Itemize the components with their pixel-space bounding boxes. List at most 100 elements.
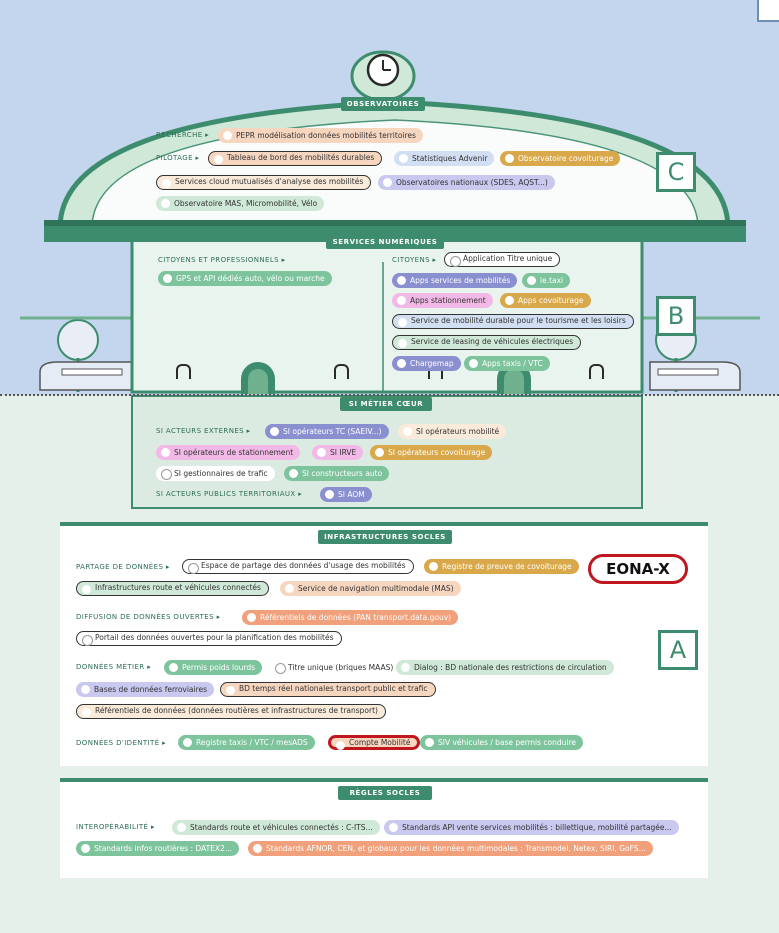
- infra-registre-preuve: Registre de preuve de covoiturage: [424, 559, 579, 574]
- si-aom: SI AOM: [320, 487, 372, 502]
- infra-referentiels-routiers: Référentiels de données (données routièr…: [76, 704, 386, 719]
- pill-dot-icon: [169, 663, 178, 672]
- door-left: [241, 362, 275, 394]
- svc-titre-unique: Application Titre unique: [444, 252, 561, 267]
- infra-bd-temps-reel: BD temps réel nationales transport publi…: [220, 682, 436, 697]
- regles-afnor-cen: Standards AFNOR, CEN, et globaux pour le…: [248, 841, 653, 856]
- pill-dot-icon: [161, 469, 172, 480]
- infra-espace-partage: Espace de partage des données d'usage de…: [182, 559, 414, 574]
- train-left-icon: [39, 361, 133, 391]
- si-operateurs-tc: SI opérateurs TC (SAEIV...): [265, 424, 389, 439]
- obs-observatoires-nationaux: Observatoires nationaux (SDES, AQST...): [378, 175, 555, 190]
- infra-titre-unique-maas: Titre unique (briques MAAS): [270, 660, 401, 675]
- regles-datex2: Standards infos routières : DATEX2...: [76, 841, 239, 856]
- svc-gps-api: GPS et API dédiés auto, vélo ou marche: [158, 271, 332, 286]
- pill-dot-icon: [389, 823, 398, 832]
- pill-dot-icon: [247, 613, 256, 622]
- pill-dot-icon: [398, 318, 407, 327]
- pill-dot-icon: [161, 448, 170, 457]
- identite-label: DONNÉES D'IDENTITÉ ▸: [76, 739, 167, 747]
- si-irve: SI IRVE: [312, 445, 364, 460]
- window-2: [334, 364, 349, 379]
- pill-dot-icon: [223, 131, 232, 140]
- letter-b: B: [656, 296, 696, 336]
- infra-registre-taxis: Registre taxis / VTC / mesADS: [178, 735, 315, 750]
- partage-label: PARTAGE DE DONNÉES ▸: [76, 563, 170, 571]
- pill-dot-icon: [469, 359, 478, 368]
- recherche-label: RECHERCHE ▸: [156, 131, 210, 139]
- citoyens-pro-label: CITOYENS ET PROFESSIONNELS ▸: [158, 256, 286, 264]
- pill-dot-icon: [81, 844, 90, 853]
- pill-dot-icon: [398, 339, 407, 348]
- pill-dot-icon: [403, 427, 412, 436]
- svc-tourisme-loisirs: Service de mobilité durable pour le tour…: [392, 314, 634, 329]
- si-constructeurs-auto: SI constructeurs auto: [284, 466, 390, 481]
- pill-dot-icon: [450, 256, 461, 267]
- pill-dot-icon: [505, 296, 514, 305]
- train-right-icon: [649, 361, 741, 391]
- pill-dot-icon: [82, 708, 91, 717]
- clock-icon: [350, 50, 416, 102]
- window-4: [589, 364, 604, 379]
- pill-dot-icon: [82, 635, 93, 646]
- infra-route-vehicules: Infrastructures route et véhicules conne…: [76, 581, 269, 596]
- si-gestionnaires-trafic: SI gestionnaires de trafic: [156, 466, 275, 481]
- obs-tableau-de-bord: Tableau de bord des mobilités durables: [208, 151, 383, 166]
- infra-compte-mobilite: Compte Mobilité: [328, 735, 421, 750]
- pill-dot-icon: [505, 154, 514, 163]
- eona-x-badge: EONA-X: [588, 554, 688, 584]
- obs-observatoire-covoiturage: Observatoire covoiturage: [500, 151, 621, 166]
- svc-apps-taxis: Apps taxis / VTC: [464, 356, 550, 371]
- infra-siv-vehicules: SIV véhicules / base permis conduire: [420, 735, 584, 750]
- station-illustration: [20, 50, 760, 509]
- ground-line: [0, 394, 779, 396]
- pill-dot-icon: [162, 179, 171, 188]
- pill-dot-icon: [285, 584, 294, 593]
- pill-dot-icon: [253, 844, 262, 853]
- si-operateurs-stationnement: SI opérateurs de stationnement: [156, 445, 301, 460]
- pilotage-label: PILOTAGE ▸: [156, 154, 200, 162]
- pill-dot-icon: [397, 359, 406, 368]
- infra-dialog-bd: Dialog : BD nationale des restrictions d…: [396, 660, 614, 675]
- svc-leasing: Service de leasing de véhicules électriq…: [392, 335, 582, 350]
- regles-api-vente: Standards API vente services mobilités :…: [384, 820, 679, 835]
- pill-dot-icon: [429, 562, 438, 571]
- pill-dot-icon: [163, 274, 172, 283]
- svc-le-taxi: le.taxi: [522, 273, 571, 288]
- pill-dot-icon: [226, 686, 235, 695]
- si-operateurs-mobilite: SI opérateurs mobilité: [398, 424, 507, 439]
- pill-dot-icon: [375, 448, 384, 457]
- obs-pepr: PEPR modélisation données mobilités terr…: [218, 128, 423, 143]
- infra-bd-ferroviaires: Bases de données ferroviaires: [76, 682, 215, 697]
- si-externes-label: SI ACTEURS EXTERNES ▸: [156, 427, 251, 435]
- pill-dot-icon: [317, 448, 326, 457]
- pill-dot-icon: [183, 738, 192, 747]
- pill-dot-icon: [177, 823, 186, 832]
- svc-chargemap: Chargemap: [392, 356, 461, 371]
- pill-dot-icon: [399, 154, 408, 163]
- pill-dot-icon: [401, 663, 410, 672]
- pill-dot-icon: [214, 155, 223, 164]
- svc-apps-services: Apps services de mobilités: [392, 273, 518, 288]
- window-1: [176, 364, 191, 379]
- pill-dot-icon: [161, 199, 170, 208]
- si-publics-label: SI ACTEURS PUBLICS TERRITORIAUX ▸: [156, 490, 303, 498]
- svc-apps-stationnement: Apps stationnement: [392, 293, 493, 308]
- letter-a: A: [658, 630, 698, 670]
- infra-pan-transport: Référentiels de données (PAN transport.d…: [242, 610, 459, 625]
- letter-c: C: [656, 152, 696, 192]
- obs-observatoire-mas: Observatoire MAS, Micromobilité, Vélo: [156, 196, 325, 211]
- pill-dot-icon: [188, 563, 199, 574]
- obs-statistiques-advenir: Statistiques Advenir: [394, 151, 495, 166]
- pill-dot-icon: [325, 490, 334, 499]
- infra-navigation-multimodale: Service de navigation multimodale (MAS): [280, 581, 461, 596]
- regles-c-its: Standards route et véhicules connectés :…: [172, 820, 380, 835]
- pill-dot-icon: [397, 296, 406, 305]
- pill-dot-icon: [270, 427, 279, 436]
- pill-dot-icon: [275, 663, 286, 674]
- metier-label: DONNÉES MÉTIER ▸: [76, 663, 152, 671]
- si-operateurs-covoiturage: SI opérateurs covoiturage: [370, 445, 493, 460]
- si-metier-banner: SI MÉTIER CŒUR: [340, 397, 432, 411]
- infra-portail-donnees: Portail des données ouvertes pour la pla…: [76, 631, 342, 646]
- pill-dot-icon: [336, 741, 345, 750]
